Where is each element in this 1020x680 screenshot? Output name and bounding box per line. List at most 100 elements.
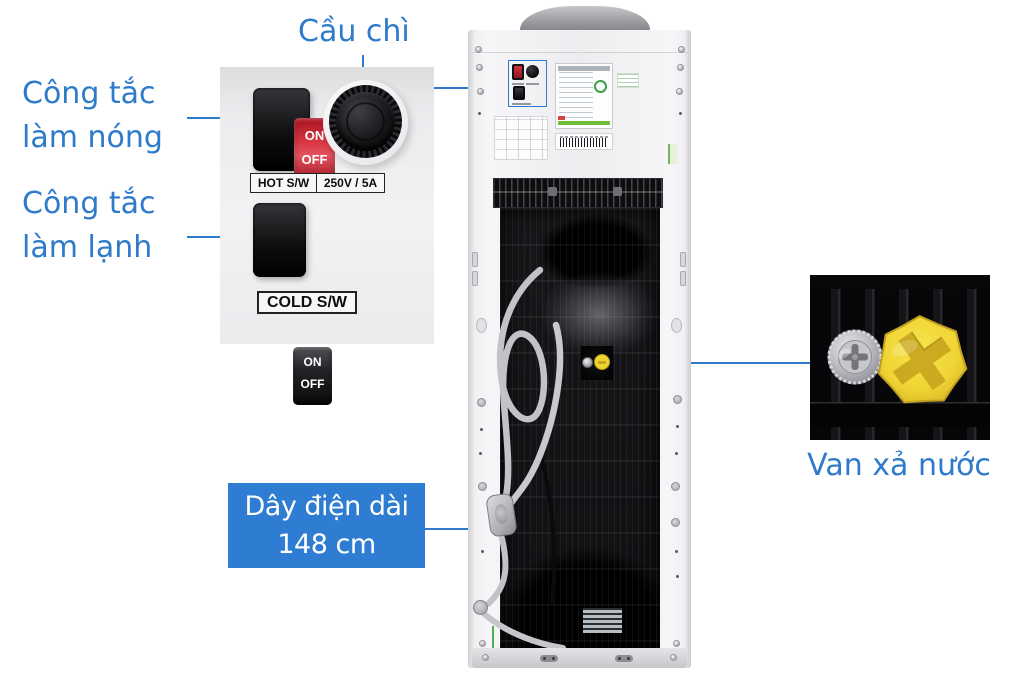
fuse-cap-ridge bbox=[346, 102, 385, 141]
frame-hole bbox=[673, 395, 682, 404]
condenser-fins bbox=[500, 208, 660, 650]
fuse-rating-text: 250V / 5A bbox=[323, 176, 378, 190]
fuse-knob bbox=[329, 85, 402, 158]
cold-switch-off-text: OFF bbox=[300, 377, 325, 391]
cord-grommet bbox=[473, 600, 488, 615]
frame-hole bbox=[671, 518, 680, 527]
cord-length-badge: Dây điện dài 148 cm bbox=[228, 483, 425, 568]
screw bbox=[482, 654, 489, 661]
frame-slot bbox=[472, 271, 478, 286]
screw bbox=[677, 64, 684, 71]
wiring-diagram-sticker bbox=[494, 116, 548, 160]
panel-hole bbox=[679, 112, 682, 115]
frame-slot bbox=[472, 252, 478, 267]
drain-valve-knob-icon bbox=[877, 315, 968, 404]
spec-sticker-rows bbox=[559, 72, 593, 120]
drain-valve-label: Van xả nước bbox=[807, 448, 991, 483]
cold-switch-label-line2: làm lạnh bbox=[22, 230, 153, 265]
screw bbox=[479, 640, 486, 647]
frame-hole bbox=[671, 482, 680, 491]
frame-dot bbox=[676, 425, 679, 428]
hot-switch-label-line1: Công tắc bbox=[22, 76, 156, 111]
tiny-label bbox=[526, 83, 539, 85]
cold-rocker-switch: ON OFF bbox=[293, 347, 332, 405]
cold-switch-label-line1: Công tắc bbox=[22, 186, 156, 221]
top-seam bbox=[470, 52, 689, 53]
top-cap bbox=[520, 6, 650, 34]
cold-sw-text: COLD S/W bbox=[267, 293, 347, 311]
barcode-sticker bbox=[555, 133, 613, 150]
fuse-label: Cầu chì bbox=[298, 14, 410, 49]
vent-grille bbox=[493, 178, 663, 208]
grille-bolt bbox=[613, 187, 622, 196]
bottom-slot bbox=[540, 655, 558, 662]
hot-switch-off-text: OFF bbox=[301, 152, 328, 167]
cold-switch-bezel: ON OFF bbox=[253, 203, 332, 405]
frame-dot bbox=[675, 452, 678, 455]
bottom-frame bbox=[472, 648, 687, 668]
drain-screw-small bbox=[582, 357, 593, 368]
switch-zone-highlight bbox=[508, 60, 547, 107]
hot-sw-text: HOT S/W bbox=[251, 174, 317, 192]
panel-hole bbox=[478, 112, 481, 115]
frame-oval-hole bbox=[671, 318, 682, 333]
frame-slot bbox=[680, 271, 686, 286]
hot-switch-label: Công tắc làm nóng bbox=[22, 72, 163, 160]
spec-sticker-red-chip bbox=[558, 116, 565, 120]
power-plug bbox=[485, 492, 518, 538]
cold-switch-label: Công tắc làm lạnh bbox=[22, 182, 156, 270]
grille-bolt bbox=[548, 187, 557, 196]
frame-dot bbox=[480, 428, 483, 431]
cold-switch-nameplate: COLD S/W bbox=[257, 291, 357, 314]
hot-switch-small bbox=[512, 64, 524, 80]
cold-switch-small bbox=[513, 86, 525, 100]
philips-screw-icon bbox=[827, 329, 883, 385]
ground-wire bbox=[492, 626, 494, 648]
cord-callout-line bbox=[424, 528, 498, 530]
spec-sticker bbox=[555, 63, 613, 129]
cold-switch-on-text: ON bbox=[303, 355, 322, 369]
spec-sticker-header bbox=[558, 66, 610, 71]
frame-hole bbox=[478, 482, 487, 491]
spec-sticker-green-bar bbox=[558, 121, 610, 125]
drain-valve-area bbox=[581, 346, 613, 380]
switch-panel-inset: ON OFF HOT S/W 250V / 5A ON OFF COLD S/W bbox=[220, 67, 434, 405]
condenser-interior bbox=[500, 208, 660, 650]
hot-switch-label-line2: làm nóng bbox=[22, 120, 163, 155]
fuse-cap bbox=[336, 92, 395, 151]
frame-dot bbox=[479, 452, 482, 455]
certification-sticker bbox=[617, 73, 639, 88]
frame-hole bbox=[477, 398, 486, 407]
bottom-slot bbox=[615, 655, 633, 662]
screw bbox=[475, 46, 482, 53]
hot-switch-nameplate: HOT S/W 250V / 5A bbox=[250, 173, 385, 193]
recycle-logo-icon bbox=[594, 80, 607, 93]
water-dispenser-rear bbox=[468, 6, 691, 668]
drain-valve-inset-graphic bbox=[804, 275, 1001, 440]
frame-dot bbox=[675, 550, 678, 553]
frame-oval-hole bbox=[476, 318, 487, 333]
hot-switch-bezel: ON OFF bbox=[253, 88, 335, 183]
tiny-label bbox=[512, 103, 531, 105]
drain-valve-inset bbox=[804, 275, 1001, 440]
valve-callout-line bbox=[607, 362, 811, 364]
screw bbox=[673, 640, 680, 647]
tiny-label bbox=[512, 83, 524, 85]
screw bbox=[676, 88, 683, 95]
compressor-label bbox=[583, 608, 622, 633]
hot-switch-on-text: ON bbox=[304, 128, 325, 143]
grille-divider bbox=[493, 191, 663, 193]
drain-valve-small bbox=[594, 354, 610, 370]
screw bbox=[678, 46, 685, 53]
screw bbox=[476, 64, 483, 71]
screw bbox=[477, 88, 484, 95]
cord-length-line1: Dây điện dài bbox=[244, 490, 409, 522]
fuse-holder bbox=[323, 80, 408, 165]
frame-dot bbox=[481, 550, 484, 553]
edge-sticker bbox=[668, 144, 677, 164]
frame-dot bbox=[676, 575, 679, 578]
cord-length-line2: 148 cm bbox=[277, 528, 376, 560]
frame-slot bbox=[680, 252, 686, 267]
fuse-small bbox=[526, 65, 539, 78]
